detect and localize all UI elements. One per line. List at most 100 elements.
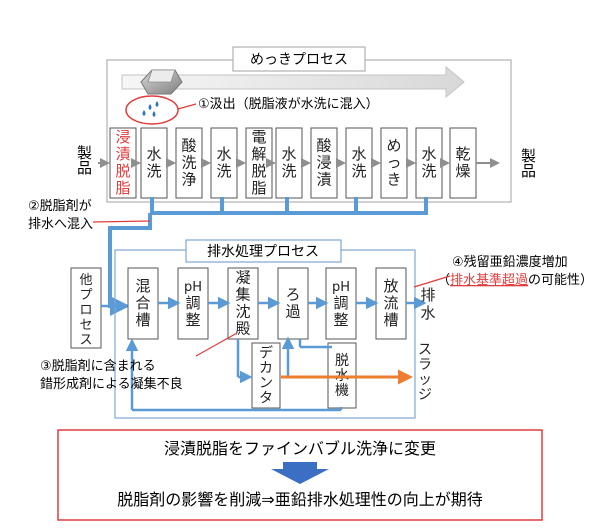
discharge-char: 水 bbox=[420, 304, 435, 322]
wastewater-step-box bbox=[177, 267, 209, 340]
plating-step-4: 水洗 bbox=[210, 127, 238, 199]
wastewater-sub-step-label-char: 機 bbox=[335, 383, 349, 399]
wastewater-steps: 混合槽pH調整凝集沈殿ろ過pH調整放流槽デカンタ脱水機 bbox=[127, 267, 407, 409]
plating-step-label-char: 浸 bbox=[316, 153, 331, 171]
plating-step-box bbox=[415, 127, 443, 199]
wastewater-step-label-char: 沈 bbox=[235, 302, 250, 320]
wastewater-step-box bbox=[227, 267, 259, 340]
other-process-box bbox=[70, 267, 102, 349]
plating-step-label-char: 洗 bbox=[351, 162, 366, 180]
other-process-char: ロ bbox=[79, 303, 92, 318]
wastewater-step-label-char: pH bbox=[184, 280, 202, 295]
wastewater-sub-step-label-char: デ bbox=[259, 344, 273, 361]
plating-step-label-char: 水 bbox=[146, 145, 161, 163]
wastewater-title-box bbox=[185, 239, 342, 263]
wastewater-step-box bbox=[375, 267, 407, 340]
wastewater-step-label-char: 合 bbox=[135, 294, 150, 312]
note-coagulation-2: 錯形成剤による凝集不良 bbox=[40, 376, 183, 392]
note-zinc-2: （排水基準超過の可能性） bbox=[437, 272, 593, 288]
discharge-label: 排水 bbox=[420, 286, 435, 322]
wastewater-step-label-char: 槽 bbox=[135, 311, 150, 329]
other-process-char: プ bbox=[79, 288, 92, 303]
plating-step-label-char: 酸 bbox=[316, 136, 331, 154]
plating-step-label-char: 洗 bbox=[281, 162, 296, 180]
conclusion-line2: 脱脂剤の影響を削減⇒亜鉛排水処理性の向上が期待 bbox=[117, 490, 482, 509]
wastewater-sub-step-label-char: カ bbox=[259, 360, 273, 376]
plating-step-label-char: 浄 bbox=[181, 170, 196, 188]
plating-step-label-char: 脱 bbox=[115, 162, 130, 180]
sludge-char: ラ bbox=[418, 357, 432, 373]
note4-leader bbox=[413, 275, 451, 288]
plating-step-label-char: 水 bbox=[216, 145, 231, 163]
plating-step-label-char: 脂 bbox=[115, 179, 130, 197]
plating-step-label-char: 浸 bbox=[115, 128, 130, 146]
note-carry-over: ①汲出（脱脂液が水洗に混入） bbox=[198, 97, 379, 112]
plating-step-label-char: 脱 bbox=[251, 162, 266, 180]
plating-step-10: 水洗 bbox=[415, 127, 443, 199]
plating-step-8: 水洗 bbox=[345, 127, 373, 199]
plating-step-label-char: 洗 bbox=[216, 162, 231, 180]
plating-step-label-char: 洗 bbox=[181, 153, 196, 171]
note-coagulation-1: ③脱脂剤に含まれる bbox=[40, 358, 156, 374]
plating-step-box bbox=[380, 127, 408, 199]
plating-step-label-char: 水 bbox=[351, 145, 366, 163]
plating-step-label-char: っ bbox=[386, 153, 401, 171]
wastewater-sub-step-box bbox=[251, 342, 281, 409]
product-icon bbox=[140, 69, 183, 95]
sludge-char: ス bbox=[418, 342, 432, 358]
wastewater-step-4: ろ過 bbox=[277, 267, 309, 340]
note-degreaser-1: ②脱脂剤が bbox=[28, 198, 92, 214]
other-process-char: ス bbox=[79, 333, 92, 348]
wastewater-step-label-char: 調 bbox=[333, 294, 348, 312]
sludge-char: ッ bbox=[418, 372, 432, 388]
note-degreaser-2: 排水へ混入 bbox=[28, 217, 93, 232]
note-zinc-1: ④残留亜鉛濃度増加 bbox=[452, 254, 568, 270]
wastewater-step-6: 放流槽 bbox=[375, 267, 407, 340]
down-arrow-icon bbox=[271, 462, 329, 484]
wastewater-step-label-char: 混 bbox=[135, 277, 150, 295]
wastewater-step-label-char: 整 bbox=[185, 311, 200, 329]
wastewater-sub-step-label-char: ン bbox=[259, 375, 273, 391]
plating-step-6: 水洗 bbox=[275, 127, 303, 199]
plating-step-label-char: 酸 bbox=[181, 136, 196, 154]
other-process-char: 他 bbox=[79, 273, 92, 288]
note-zinc-red: 排水基準超過 bbox=[450, 272, 528, 288]
plating-step-box bbox=[140, 127, 168, 199]
plating-step-box bbox=[245, 127, 273, 199]
input-product-label: 製品 bbox=[75, 145, 93, 175]
plating-step-label-char: 洗 bbox=[146, 162, 161, 180]
wastewater-step-label-char: 凝 bbox=[235, 268, 250, 286]
wastewater-arrows bbox=[125, 296, 427, 412]
wastewater-step-label-char: pH bbox=[332, 280, 350, 295]
sludge-char: ジ bbox=[418, 387, 432, 403]
plating-title: めっきプロセス bbox=[250, 52, 348, 68]
dripping-drops-icon bbox=[142, 101, 159, 117]
plating-step-label-char: 漬 bbox=[115, 145, 130, 163]
wastewater-step-label-char: 集 bbox=[235, 285, 250, 303]
plating-step-label-char: 解 bbox=[251, 145, 266, 163]
wastewater-step-label-char: ろ bbox=[285, 285, 300, 303]
other-process-char: セ bbox=[79, 318, 92, 333]
wastewater-step-box bbox=[127, 267, 159, 340]
plating-step-3: 酸洗浄 bbox=[175, 127, 203, 199]
plating-step-box bbox=[310, 127, 338, 199]
wastewater-step-label-char: 流 bbox=[383, 294, 398, 312]
plating-step-label-char: 燥 bbox=[455, 162, 470, 180]
plating-step-label-char: め bbox=[386, 136, 401, 154]
note1-leader bbox=[177, 103, 197, 110]
plating-title-box bbox=[232, 46, 366, 72]
plating-step-label-char: 電 bbox=[251, 128, 266, 146]
wastewater-step-1: 混合槽 bbox=[127, 267, 159, 340]
plating-step-7: 酸浸漬 bbox=[310, 127, 338, 199]
plating-step-label-char: 水 bbox=[421, 145, 436, 163]
wastewater-step-label-char: 過 bbox=[285, 302, 300, 320]
wastewater-sub-step-label-char: タ bbox=[259, 390, 273, 406]
